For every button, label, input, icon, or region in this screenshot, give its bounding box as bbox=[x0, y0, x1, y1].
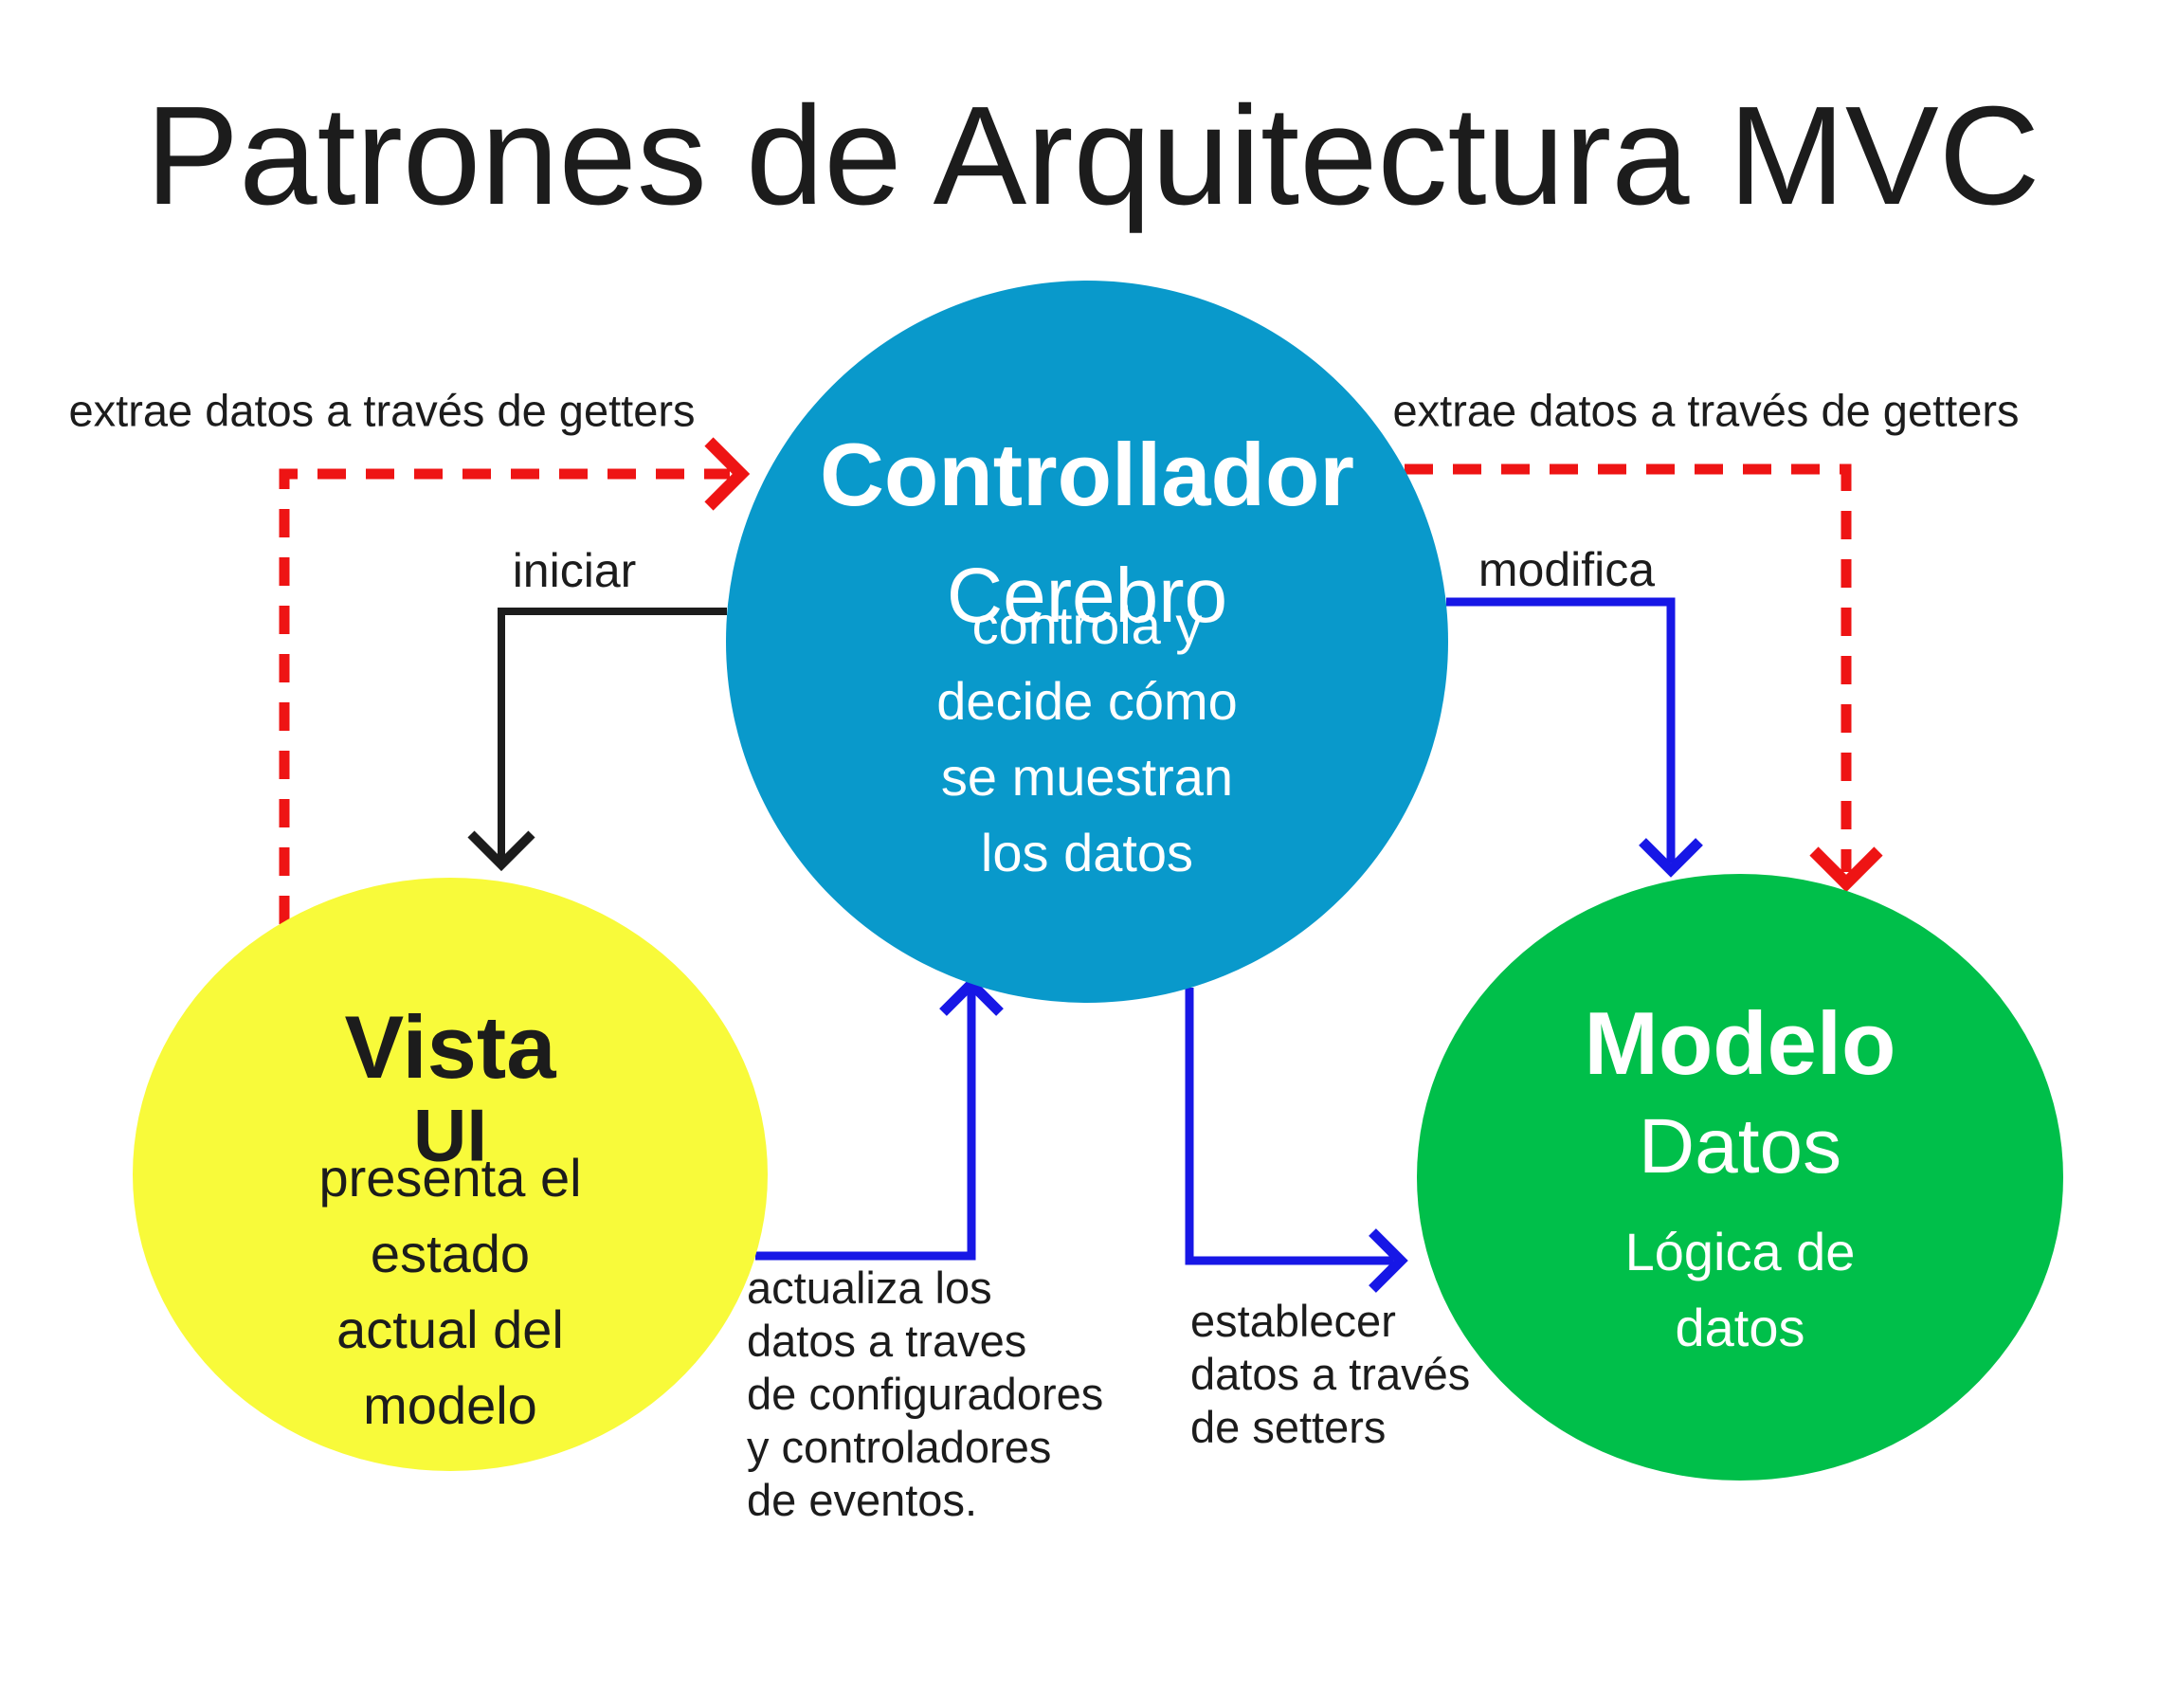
node-model: Modelo Datos Lógica de datos bbox=[1417, 874, 2063, 1481]
controller-title: Controllador bbox=[820, 425, 1354, 524]
controller-description: controla y decide cómo se muestran los d… bbox=[936, 595, 1238, 882]
arrow-iniciar-head-icon bbox=[467, 830, 535, 872]
view-title: Vista bbox=[344, 997, 556, 1097]
model-title: Modelo bbox=[1584, 993, 1896, 1093]
arrow-establecer-head-icon bbox=[1369, 1228, 1408, 1293]
arrow-extract-getters-left bbox=[279, 468, 730, 924]
arrow-establecer bbox=[1185, 988, 1393, 1265]
edge-label-extract-getters-left: extrae datos a través de getters bbox=[68, 385, 696, 436]
arrow-modifica-head-icon bbox=[1639, 838, 1703, 878]
model-description: Lógica de datos bbox=[1624, 1222, 1856, 1357]
arrow-extract-getters-right-head-icon bbox=[1809, 846, 1883, 893]
edge-label-actualiza: actualiza los datos a traves de configur… bbox=[747, 1263, 1104, 1525]
arrow-extract-getters-left-head-icon bbox=[704, 437, 751, 511]
arrow-modifica bbox=[1446, 597, 1676, 863]
node-view: Vista UI presenta el estado actual del m… bbox=[133, 878, 768, 1471]
edge-label-modifica: modifica bbox=[1478, 543, 1656, 596]
edge-label-establecer: establecer datos a través de setters bbox=[1190, 1296, 1471, 1452]
view-description: presenta el estado actual del modelo bbox=[318, 1148, 582, 1435]
arrow-extract-getters-right bbox=[1405, 463, 1852, 872]
edge-label-iniciar: iniciar bbox=[512, 544, 637, 597]
page-title: Patrones de Arquitectura MVC bbox=[145, 78, 2040, 234]
arrow-actualiza bbox=[755, 990, 976, 1261]
controller-subtitle: Cerebro bbox=[946, 553, 1228, 639]
view-subtitle: UI bbox=[413, 1093, 487, 1177]
node-controller: Controllador Cerebro controla y decide c… bbox=[726, 281, 1448, 1003]
edge-label-extract-getters-right: extrae datos a través de getters bbox=[1392, 385, 2020, 436]
arrow-iniciar bbox=[498, 608, 727, 858]
model-subtitle: Datos bbox=[1638, 1103, 1842, 1190]
